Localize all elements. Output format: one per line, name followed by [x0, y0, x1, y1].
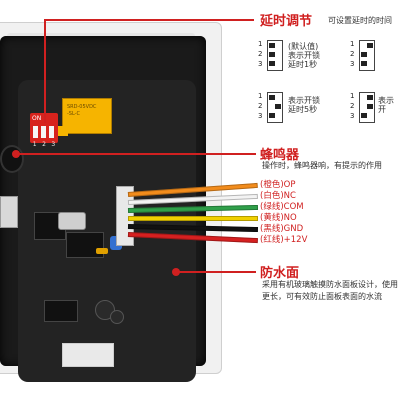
- dip-diagram-default: 1 2 3: [258, 40, 284, 71]
- dip-switch-number: 3: [51, 141, 56, 148]
- dip-setting-line: 延时5秒: [288, 105, 318, 114]
- dip-setting-note: (默认值) 表示开锁 延时1秒: [288, 42, 320, 69]
- chip: [66, 232, 104, 258]
- delay-pointer-line: [44, 19, 46, 123]
- buzzer-subtitle: 操作时，蜂鸣器响，有提示的作用: [262, 161, 382, 170]
- waterproof-pointer-line: [176, 271, 256, 273]
- wire-label-com: (绿线)COM: [260, 202, 304, 212]
- waterproof-title: 防水面: [260, 266, 300, 281]
- buzzer-title: 蜂鸣器: [260, 148, 300, 163]
- wire-label-12v: (红线)+12V: [260, 235, 308, 245]
- dip-diagram-number: 1: [350, 92, 355, 100]
- dip-diagram-right-bottom: 1 2 3: [350, 92, 376, 123]
- dip-setting-note: 表示开锁 延时5秒: [288, 96, 320, 114]
- chip: [44, 300, 78, 322]
- dip-setting-line: (默认值): [288, 42, 319, 51]
- dip-diagram-frame: [267, 92, 283, 123]
- capacitor: [110, 310, 124, 324]
- dip-diagram-number: 2: [350, 50, 355, 58]
- dip-setting-line: 表示开锁: [288, 51, 320, 60]
- delay-subtitle: 可设置延时的时间: [328, 16, 392, 25]
- dip-setting-line: 表示开: [378, 96, 394, 114]
- dip-diagram-number: 2: [258, 50, 263, 58]
- dip-diagram-number: 3: [258, 60, 263, 68]
- dip-switch-lever: [33, 126, 38, 138]
- relay-label-line: SRD-05VDC: [67, 104, 97, 110]
- crystal: [58, 212, 86, 230]
- wire-label-op: (橙色)OP: [260, 180, 296, 190]
- buzzer: [0, 145, 24, 173]
- wire-label-gnd: (黑线)GND: [260, 224, 304, 234]
- connector-block: [0, 196, 18, 228]
- dip-diagram-frame: [267, 40, 283, 71]
- dip-diagram-frame: [359, 92, 375, 123]
- dip-setting-line: 延时1秒: [288, 60, 318, 69]
- dip-diagram-frame: [359, 40, 375, 71]
- dip-switch-numbers: 1 2 3: [30, 141, 58, 148]
- relay-tab: [58, 126, 68, 136]
- wire-label-no: (黄线)NO: [260, 213, 297, 223]
- dip-diagram-number: 2: [350, 102, 355, 110]
- bottom-tab: [62, 343, 114, 367]
- dip-setting-note: 表示开: [378, 96, 400, 114]
- dip-diagram-number: 1: [258, 40, 263, 48]
- wire-label-nc: (白色)NC: [260, 191, 296, 201]
- dip-diagram-5s: 1 2 3: [258, 92, 284, 123]
- dip-setting-line: 表示开锁: [288, 96, 320, 105]
- dip-diagram-number: 1: [350, 40, 355, 48]
- waterproof-description: 采用有机玻璃触摸防水面板设计，使用更长，可有效防止面板表面的水流: [262, 280, 398, 301]
- dip-switch-number: 1: [32, 141, 37, 148]
- dip-diagram-number: 2: [258, 102, 263, 110]
- relay: SRD-05VDC -SL-C: [62, 98, 112, 134]
- dip-switch-lever: [41, 126, 46, 138]
- dip-diagram-number: 1: [258, 92, 263, 100]
- relay-label-line: -SL-C: [67, 111, 80, 117]
- dip-switch-number: 2: [42, 141, 46, 148]
- relay-label: SRD-05VDC -SL-C: [67, 104, 96, 118]
- dip-diagram-number: 3: [258, 112, 263, 120]
- resistor: [96, 248, 108, 254]
- delay-pointer-line: [44, 19, 254, 21]
- buzzer-pointer-line: [16, 153, 256, 155]
- dip-diagram-number: 3: [350, 112, 355, 120]
- dip-switch-lever: [49, 126, 54, 138]
- dip-switch-on-label: ON: [32, 115, 42, 122]
- dip-diagram-number: 3: [350, 60, 355, 68]
- wire: [128, 216, 258, 221]
- delay-title: 延时调节: [260, 14, 313, 29]
- dip-diagram-right-top: 1 2 3: [350, 40, 376, 71]
